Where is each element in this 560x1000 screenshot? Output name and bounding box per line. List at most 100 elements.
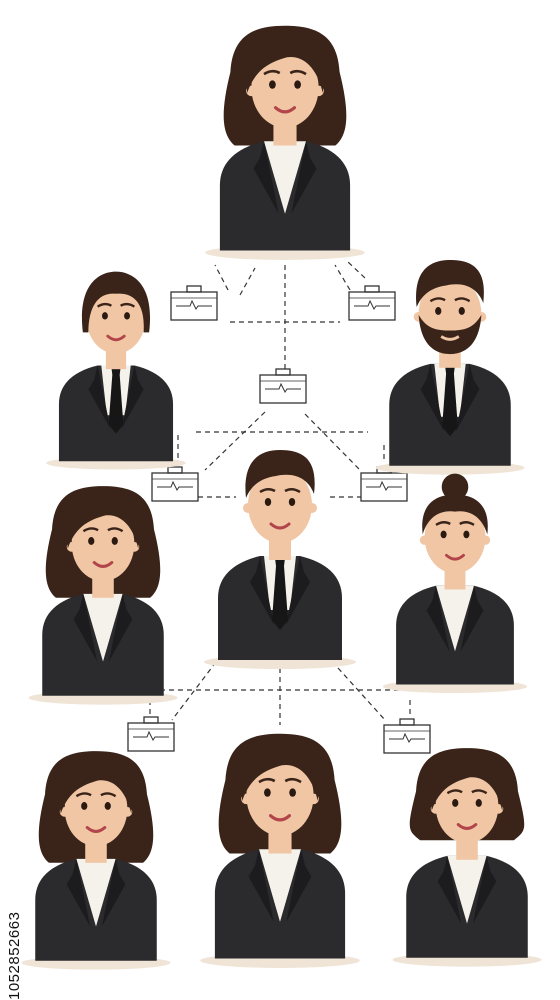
left-eye [81,802,88,810]
shirt [83,593,123,662]
briefcase-icon [127,716,175,752]
left-lapel [420,363,445,432]
right-eye [111,537,118,545]
tie [272,558,288,630]
shirt [436,585,474,652]
briefcase-icon [151,466,199,502]
left-eye [264,498,272,506]
briefcase-icon [348,285,396,321]
right-lapel [108,593,133,662]
left-lapel [437,855,462,924]
neck [273,122,297,146]
left-ear [243,503,253,513]
right-eye [124,312,130,320]
face [71,506,135,582]
left-ear [419,535,430,545]
right-brow [289,69,307,76]
briefcase-icons [127,285,431,754]
briefcase-icon [360,466,408,502]
left-lapel [73,593,98,662]
briefcase-icon [170,285,218,321]
right-lapel [286,849,312,922]
tie [442,365,458,437]
person-staff-bottom-center [200,733,360,968]
left-brow [429,297,446,303]
person-lead-center [204,450,356,669]
mouth [106,334,126,342]
mouth [273,106,297,114]
briefcase-icon [383,718,431,754]
right-brow [454,297,471,303]
right-lapel [455,363,480,432]
tie [108,367,124,434]
right-lapel [286,556,310,625]
hair-top [60,760,132,814]
mouth [445,553,465,561]
left-eye [88,537,95,545]
mouth [268,814,292,822]
right-ear [122,806,133,817]
left-lapel [88,365,111,429]
right-lapel [291,141,317,214]
watermark-id: 1052852663 [6,911,23,1000]
person-staff-right [382,473,528,694]
hair-top [245,450,315,498]
connector-line [334,264,351,291]
right-brow [107,527,124,533]
neck [268,830,292,854]
right-brow [284,488,301,494]
left-eye [435,307,442,315]
hair-top [416,260,484,308]
connector-line [347,261,366,279]
left-lapel [253,141,279,214]
shirt [264,141,306,214]
neck [269,538,291,560]
left-eye [102,312,108,320]
hair-bun [441,473,469,501]
right-brow [100,792,117,798]
face [246,755,314,836]
left-lapel [250,556,274,625]
left-lapel [66,858,91,927]
briefcase-icon [259,368,307,404]
right-eye [294,80,301,89]
beard [418,314,482,355]
neck [456,838,478,860]
face [424,501,486,574]
left-eye [264,788,271,797]
left-brow [75,792,92,798]
right-brow [284,777,302,784]
right-lapel [472,855,497,924]
connector-line [337,667,386,721]
person-staff-bottom-right [392,748,542,967]
person-manager-left [46,271,186,470]
right-ear [493,803,504,814]
hair-top [431,757,503,811]
left-eye [269,80,276,89]
right-lapel [460,585,484,652]
hair-top [241,744,319,801]
left-eye [440,530,447,539]
person-manager-right [375,260,525,475]
left-brow [96,302,112,308]
left-brow [258,777,276,784]
right-lapel [101,858,126,927]
left-lapel [248,849,274,922]
mouth [269,522,291,530]
right-eye [458,307,465,315]
left-brow [82,527,99,533]
left-eye [452,799,459,807]
neck [92,576,114,598]
right-ear [313,85,324,97]
right-ear [480,535,491,545]
face [435,768,499,844]
hair-top [422,494,488,535]
shirt [259,849,301,922]
connector-lines [149,261,411,725]
right-lapel [121,365,144,429]
neck [105,348,127,370]
shirt [76,858,116,927]
face [64,771,128,847]
shirt [447,855,487,924]
